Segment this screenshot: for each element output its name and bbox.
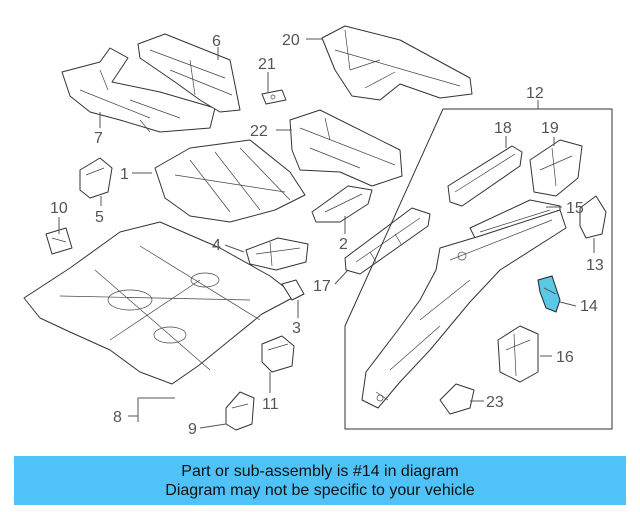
part-11-shape[interactable] [261, 335, 295, 373]
part-22-shape[interactable] [289, 109, 403, 187]
callout-12[interactable]: 12 [526, 85, 544, 102]
part-20-shape[interactable] [321, 25, 473, 101]
callout-15[interactable]: 15 [566, 200, 584, 217]
callout-7[interactable]: 7 [94, 130, 103, 147]
callout-19[interactable]: 19 [541, 120, 559, 137]
part-14-shape[interactable] [537, 275, 561, 313]
group-12-frame [344, 108, 613, 430]
callout-21[interactable]: 21 [258, 56, 276, 73]
callout-2[interactable]: 2 [339, 236, 348, 253]
callout-20[interactable]: 20 [282, 32, 300, 49]
callout-23[interactable]: 23 [486, 394, 504, 411]
callout-16[interactable]: 16 [556, 349, 574, 366]
callout-5[interactable]: 5 [95, 209, 104, 226]
part-1-shape[interactable] [154, 139, 306, 223]
part-19-shape[interactable] [529, 139, 583, 197]
part-9-shape[interactable] [225, 391, 255, 431]
callout-3[interactable]: 3 [292, 320, 301, 337]
callout-4[interactable]: 4 [212, 237, 221, 254]
parts-diagram: 1 2 3 4 5 6 7 8 9 10 11 12 13 14 15 16 1… [23, 25, 613, 438]
callout-17[interactable]: 17 [313, 278, 331, 295]
callout-numbers: 1 2 3 4 5 6 7 8 9 10 11 12 13 14 15 16 1… [50, 32, 604, 438]
callout-22[interactable]: 22 [250, 123, 268, 140]
info-banner: Part or sub-assembly is #14 in diagram D… [14, 456, 626, 505]
callout-8[interactable]: 8 [113, 409, 122, 426]
callout-6[interactable]: 6 [212, 33, 221, 50]
callout-14[interactable]: 14 [580, 298, 598, 315]
callout-11[interactable]: 11 [262, 396, 279, 413]
part-16-shape[interactable] [497, 325, 539, 383]
part-17-shape[interactable] [344, 207, 431, 275]
callout-10[interactable]: 10 [50, 200, 68, 217]
part-4-shape[interactable] [245, 237, 309, 271]
callout-13[interactable]: 13 [586, 257, 604, 274]
rear-frame-rail-shape[interactable] [361, 209, 567, 409]
part-23-shape[interactable] [439, 383, 475, 415]
banner-line-2: Diagram may not be specific to your vehi… [165, 481, 475, 499]
leader-lines [58, 38, 595, 429]
part-21-shape[interactable] [261, 89, 287, 105]
part-5-shape[interactable] [79, 157, 113, 199]
callout-18[interactable]: 18 [494, 120, 512, 137]
callout-1[interactable]: 1 [120, 166, 129, 183]
part-3-shape[interactable] [281, 279, 305, 301]
callout-9[interactable]: 9 [188, 421, 197, 438]
part-8-shape[interactable] [23, 221, 297, 385]
part-13-shape[interactable] [579, 195, 607, 239]
part-6-shape[interactable] [137, 33, 241, 113]
part-18-shape[interactable] [447, 145, 523, 207]
banner-line-1: Part or sub-assembly is #14 in diagram [181, 462, 459, 480]
part-2-shape[interactable] [311, 185, 373, 223]
